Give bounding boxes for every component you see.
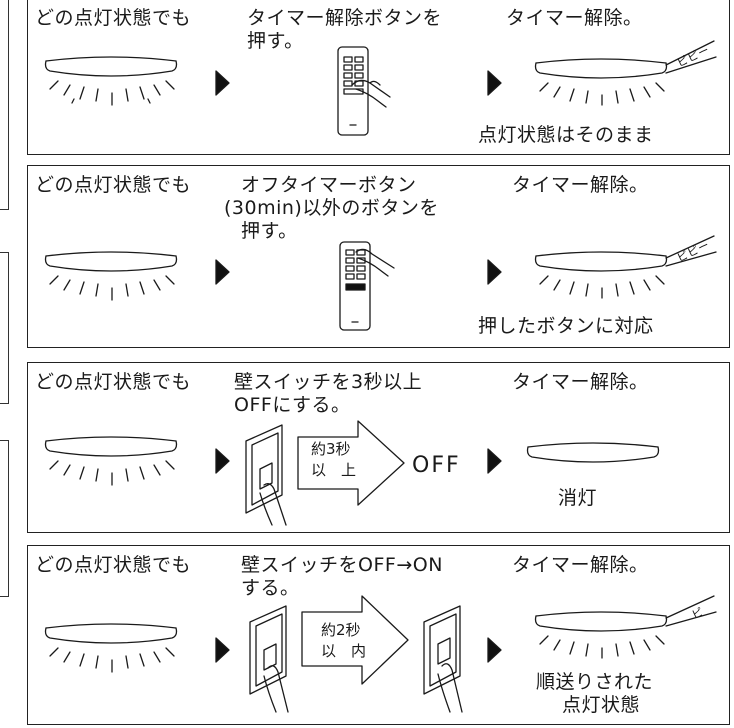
timer-cancel-panel-1: どの点灯状態でも タイマー解除ボタンを 押す。 タイマー解除。 点灯状態はそのま… [27,0,730,155]
timer-cancel-panel-4: どの点灯状態でも 壁スイッチをOFF→ON する。 タイマー解除。 順送りされた… [27,545,730,725]
action-text-line: 押す。 [241,220,298,242]
arrow-label-qualifier: 以 内 [321,642,367,660]
left-edge-frame [0,252,9,404]
hand-pointer-icon [355,248,395,277]
ceiling-light-icon [44,436,178,486]
play-triangle-icon [215,259,230,285]
condition-text: どの点灯状態でも [35,174,192,196]
ceiling-light-icon [44,56,178,106]
wall-switch-icon [249,605,289,713]
action-text-line: 壁スイッチを3秒以上 [234,371,423,393]
action-text-line: 押す。 [247,30,304,52]
arrow-label-duration: 約3秒 [311,440,351,458]
arrow-label-qualifier: 以 上 [311,461,357,479]
action-text-line: タイマー解除ボタンを [247,7,443,29]
action-text-line: OFFにする。 [234,394,351,416]
arrow-label-duration: 約2秒 [321,621,361,639]
left-edge-frame [0,440,9,597]
condition-text: どの点灯状態でも [35,554,192,576]
action-text-line: オフタイマーボタン [241,174,417,196]
action-text-line: 壁スイッチをOFF→ON [241,554,443,576]
condition-text: どの点灯状態でも [35,7,192,29]
wall-switch-icon [423,605,463,713]
condition-text: どの点灯状態でも [35,371,192,393]
off-label: OFF [412,453,461,478]
result-note-line: 点灯状態 [562,694,641,716]
wall-switch-icon [245,424,287,526]
remote-control-icon [339,241,371,331]
ceiling-light-icon [526,442,660,463]
play-triangle-icon [487,448,502,474]
result-title: タイマー解除。 [512,554,649,576]
play-triangle-icon [487,70,502,96]
play-triangle-icon [215,448,230,474]
timer-cancel-panel-3: どの点灯状態でも 壁スイッチを3秒以上 OFFにする。 タイマー解除。 消灯 約… [27,362,730,533]
result-title: タイマー解除。 [506,7,643,29]
timer-cancel-panel-2: どの点灯状態でも オフタイマーボタン (30min)以外のボタンを 押す。 タイ… [27,165,730,348]
duration-arrow-icon [297,420,405,506]
ceiling-light-icon [44,623,178,673]
hand-pointer-icon [351,79,391,108]
ceiling-light-icon [534,595,717,659]
action-text-line: する。 [241,577,300,599]
play-triangle-icon [487,259,502,285]
duration-arrow-icon [301,595,409,685]
result-title: タイマー解除。 [512,174,649,196]
result-note: 点灯状態はそのまま [478,124,654,146]
ceiling-light-icon [534,40,717,106]
result-title: タイマー解除。 [512,371,649,393]
play-triangle-icon [487,637,502,663]
play-triangle-icon [215,70,230,96]
ceiling-light-icon [534,235,717,299]
result-note: 消灯 [558,487,598,509]
ceiling-light-icon [44,251,178,301]
action-text-line: (30min)以外のボタンを [224,197,439,219]
left-edge-frame [0,0,9,210]
play-triangle-icon [215,637,230,663]
result-note-line: 順送りされた [536,671,654,693]
result-note: 押したボタンに対応 [478,315,654,337]
